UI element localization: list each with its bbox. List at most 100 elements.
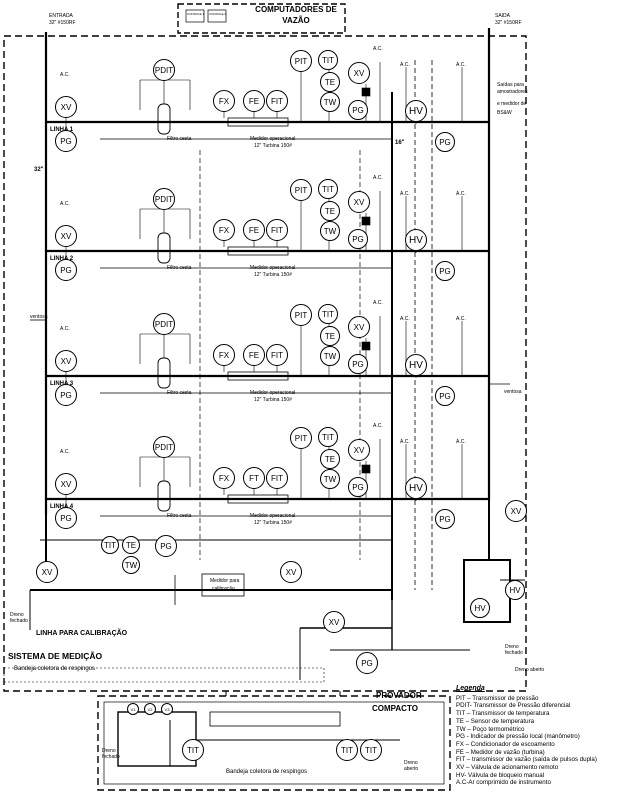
line2-ac-label-1: A.C. — [373, 175, 383, 181]
line1-ac-label-4: A.C. — [60, 72, 70, 78]
line2-xv-left-instrument[interactable]: XV — [55, 225, 77, 247]
legend-item: TE – Sensor de temperatura — [456, 717, 535, 725]
line2-pg-right-instrument: PG — [348, 229, 368, 249]
right-xv-valve[interactable]: XV — [505, 500, 527, 522]
drain-closed-right: Dreno fechado — [505, 644, 523, 656]
line3-filter-label: Filtro cesta — [167, 390, 192, 396]
line1-hv-instrument[interactable]: HV — [405, 100, 427, 122]
line1-basket-filter — [157, 103, 171, 135]
legend-item: PG - Indicador de pressão local (manômet… — [456, 733, 580, 741]
line4-ac-label-1: A.C. — [373, 423, 383, 429]
drain-open-right: Dreno aberto — [515, 667, 545, 673]
legend-item: TIT – Transmissor de temperatura — [456, 710, 550, 718]
line3-label: LINHA 3 — [50, 381, 74, 387]
line3-meter-label: Medidor operacional — [250, 390, 296, 396]
line3-ac-label-1: A.C. — [373, 300, 383, 306]
line3-pg-far-right-instrument: PG — [435, 386, 455, 406]
prover-valve-1[interactable]: V1 — [127, 703, 139, 715]
line3-xv-right-instrument[interactable]: XV — [348, 316, 370, 338]
system-title: SISTEMA DE MEDIÇÃO — [8, 651, 103, 661]
line2-pg-left-instrument: PG — [55, 259, 77, 281]
line2-xv-right-instrument[interactable]: XV — [348, 191, 370, 213]
line1-fe-instrument: FE — [243, 90, 265, 112]
line1-meter-size: 12" Turbina 150# — [254, 143, 292, 149]
line3-tit-instrument: TIT — [318, 304, 338, 324]
line1-label: LINHA 1 — [50, 127, 74, 133]
vent-right: ventosa — [504, 389, 522, 395]
legend-item: XV – Válvula de acionamento remoto — [456, 764, 559, 772]
cal-xv-valve-2[interactable]: XV — [280, 561, 302, 583]
line1-xv-right-instrument[interactable]: XV — [348, 62, 370, 84]
line3-pit-instrument: PIT — [290, 304, 312, 326]
line3-te-instrument: TE — [320, 326, 340, 346]
line1-actuator-block — [361, 87, 371, 97]
calibration-line-label: LINHA PARA CALIBRAÇÃO — [36, 630, 128, 637]
line2-hv-instrument[interactable]: HV — [405, 229, 427, 251]
cal-meter-label-1: Medidor para — [210, 578, 240, 584]
line2-fx-instrument: FX — [213, 219, 235, 241]
line4-tit-instrument: TIT — [318, 427, 338, 447]
line1-meter-body — [227, 117, 289, 127]
computers-box — [177, 3, 346, 34]
line4-fit-instrument: FIT — [266, 467, 288, 489]
header-pipe-size: 32" — [34, 167, 44, 173]
line2-fe-instrument: FE — [243, 219, 265, 241]
line2-pdit-instrument: PDIT — [153, 188, 175, 210]
prover-tray-label: Bandeja coletora de respingos — [226, 769, 308, 775]
line2-basket-filter — [157, 232, 171, 264]
outlet-label: SAIDA — [495, 13, 511, 19]
line3-pg-left-instrument: PG — [55, 384, 77, 406]
right-hv-valve-1[interactable]: HV — [470, 598, 490, 618]
line1-filter-label: Filtro cesta — [167, 136, 192, 142]
line3-ac-label-2: A.C. — [400, 316, 410, 322]
line4-xv-left-instrument[interactable]: XV — [55, 473, 77, 495]
cal-pg-gauge: PG — [356, 652, 378, 674]
inlet-size: 32" #150RF — [49, 20, 76, 26]
line1-meter-label: Medidor operacional — [250, 136, 296, 142]
prover-title-1: PROVADOR — [376, 691, 422, 700]
line3-tw-instrument: TW — [320, 346, 340, 366]
line4-xv-right-instrument[interactable]: XV — [348, 439, 370, 461]
cal-meter-label-2: calibração — [212, 586, 235, 592]
legend-item: HV- Válvula de bloqueio manual — [456, 771, 545, 779]
computers-title-line1: COMPUTADORES DE — [255, 5, 337, 14]
tray-line — [3, 667, 325, 683]
line2-ac-label-2: A.C. — [400, 191, 410, 197]
line3-fit-instrument: FIT — [266, 344, 288, 366]
line1-pg-left-instrument: PG — [55, 130, 77, 152]
line4-tw-instrument: TW — [320, 469, 340, 489]
line1-xv-left-instrument[interactable]: XV — [55, 96, 77, 118]
line4-ac-label-4: A.C. — [60, 449, 70, 455]
legend-title: Legenda — [456, 685, 485, 692]
line4-pg-far-right-instrument: PG — [435, 509, 455, 529]
line3-hv-instrument[interactable]: HV — [405, 354, 427, 376]
prover-valve-3[interactable]: V3 — [161, 703, 173, 715]
line4-meter-label: Medidor operacional — [250, 513, 296, 519]
line4-actuator-block — [361, 464, 371, 474]
legend-item: FX – Condicionador de escoamento — [456, 740, 555, 748]
computer-2-label: CONSOLE 2 — [209, 12, 227, 16]
outlet-size: 32" #150RF — [495, 20, 522, 26]
inlet-label: ENTRADA — [49, 13, 73, 19]
line4-hv-instrument[interactable]: HV — [405, 477, 427, 499]
line1-pit-instrument: PIT — [290, 50, 312, 72]
cal-xv-valve-1[interactable]: XV — [36, 561, 58, 583]
cal-xv-valve-3[interactable]: XV — [323, 611, 345, 633]
legend-item: PIT – Transmissor de pressão — [456, 694, 539, 702]
line4-ac-label-2: A.C. — [400, 439, 410, 445]
prover-drain-open: Dreno aberto — [404, 760, 419, 772]
right-hv-valve-2[interactable]: HV — [505, 580, 525, 600]
line4-ac-label-3: A.C. — [456, 439, 466, 445]
line3-xv-left-instrument[interactable]: XV — [55, 350, 77, 372]
calibration-meter — [201, 573, 245, 597]
line1-ac-label-2: A.C. — [400, 62, 410, 68]
line1-tit-instrument: TIT — [318, 50, 338, 70]
measuring-system-boundary — [3, 35, 527, 692]
line1-pdit-instrument: PDIT — [153, 59, 175, 81]
line2-filter-label: Filtro cesta — [167, 265, 192, 271]
line4-fe-instrument: FT — [243, 467, 265, 489]
line3-meter-size: 12" Turbina 150# — [254, 397, 292, 403]
line3-fx-instrument: FX — [213, 344, 235, 366]
prover-valve-2[interactable]: V2 — [144, 703, 156, 715]
